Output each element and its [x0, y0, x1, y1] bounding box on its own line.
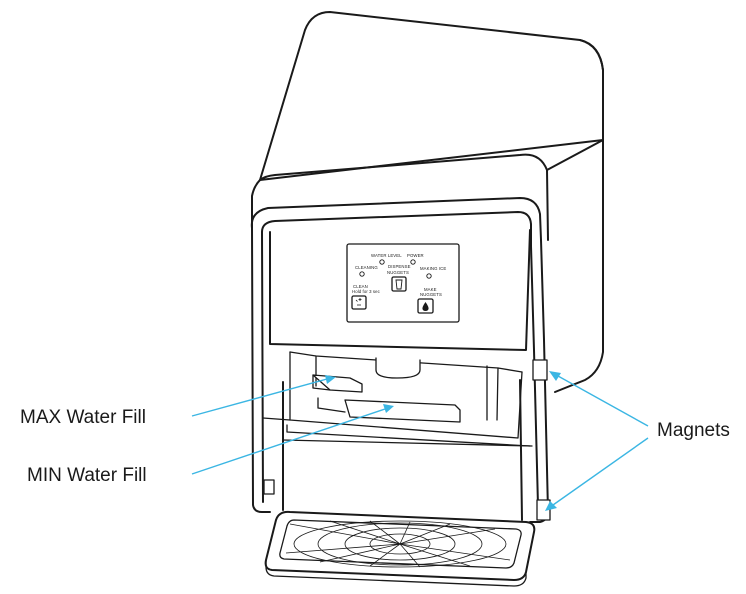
tank-front-edge-right	[519, 379, 523, 521]
max-callout-line	[191, 378, 328, 417]
left-latch	[263, 479, 275, 495]
dispense-nuggets-button[interactable]	[391, 276, 407, 292]
drip-tray-outer	[264, 510, 536, 581]
magnets-callout-line-lower	[552, 437, 649, 506]
making-ice-label: MAKING ICE	[420, 266, 446, 271]
drip-grate-ring-2	[344, 527, 456, 561]
min-fill-step	[344, 399, 461, 423]
machine-right-side	[554, 39, 604, 393]
dispense-nuggets-label-1: DISPENSE	[388, 264, 411, 269]
reservoir	[262, 351, 533, 521]
machine-top-edge-right	[546, 139, 604, 171]
drip-grate-ring-4	[293, 520, 507, 568]
machine-upper-front	[251, 179, 261, 231]
magnets-upper-arrowhead	[549, 371, 561, 381]
make-nuggets-button[interactable]	[417, 298, 434, 314]
dispense-nuggets-label-2: NUGGETS	[387, 270, 409, 275]
water-level-indicator	[379, 259, 385, 265]
drip-grate-ring-1	[369, 533, 431, 555]
water-level-label: WATER LEVEL	[371, 253, 402, 258]
magnets-label: Magnets	[657, 420, 730, 441]
drip-grate-spokes	[285, 520, 511, 568]
magnets-callout-line-upper	[557, 375, 649, 427]
control-panel: WATER LEVEL POWER CLEANING MAKING ICE DI…	[346, 243, 460, 323]
make-nuggets-label-1: MAKE	[424, 287, 437, 292]
left-frame-outer	[251, 227, 271, 513]
drip-tray-inner	[279, 519, 522, 569]
left-frame-inner	[261, 231, 264, 503]
min-fill-step-edge	[317, 397, 346, 413]
clean-label-1: CLEAN	[353, 284, 368, 289]
cup-icon	[395, 279, 403, 290]
ice-chute	[375, 357, 421, 379]
callout-lines	[191, 371, 649, 511]
reservoir-floor	[262, 417, 291, 421]
drip-grate-ring-3	[317, 522, 483, 566]
making-ice-indicator	[426, 273, 432, 279]
min-callout-line	[191, 408, 386, 475]
front-bezel-outer	[250, 197, 542, 241]
right-frame-inner	[530, 245, 539, 507]
magnet-upper	[532, 359, 548, 381]
front-bezel-inner	[261, 211, 532, 247]
drip-tray	[264, 510, 536, 587]
cleaning-indicator	[359, 271, 365, 277]
reservoir-front-lip-2	[282, 439, 533, 447]
machine-upper-front-curve	[259, 153, 549, 241]
max-fill-step-edge	[312, 374, 331, 391]
machine-body	[250, 11, 604, 523]
clean-label-2: Hold for 3 sec	[352, 289, 381, 294]
min-callout-arrowhead	[383, 404, 394, 413]
max-callout-arrowhead	[325, 375, 336, 384]
clean-button[interactable]	[351, 295, 367, 310]
reservoir-front-lip	[286, 424, 531, 447]
ice-drop-icon	[422, 302, 429, 311]
magnet-lower	[536, 499, 551, 521]
drip-tray-front	[265, 559, 527, 587]
make-nuggets-label-2: NUGGETS	[420, 292, 442, 297]
magnets-lower-arrowhead	[545, 501, 557, 511]
cleaning-label: CLEANING	[355, 265, 378, 270]
reservoir-inner-right	[496, 367, 499, 421]
sparkle-icon	[355, 298, 362, 306]
power-label: POWER	[407, 253, 424, 258]
machine-top-lid	[259, 11, 604, 181]
min-water-fill-label: MIN Water Fill	[27, 465, 147, 486]
max-water-fill-label: MAX Water Fill	[20, 407, 146, 428]
power-indicator	[410, 259, 416, 265]
front-face	[269, 229, 531, 351]
